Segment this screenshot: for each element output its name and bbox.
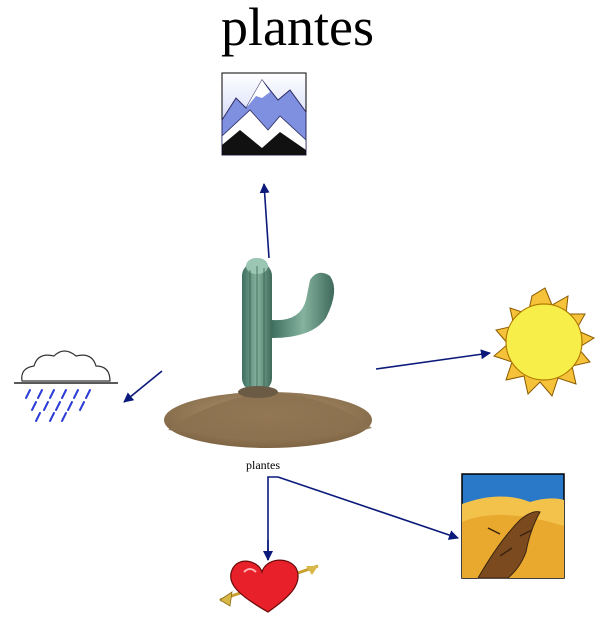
heart-icon <box>220 560 318 612</box>
sun-icon <box>494 288 594 396</box>
central-node-label: plantes <box>246 458 280 473</box>
arrow-to-sun <box>376 353 490 369</box>
rain-cloud-icon <box>14 351 118 421</box>
mountain-icon <box>222 73 306 155</box>
arrow-to-rain <box>124 371 162 402</box>
arrow-to-desert <box>278 477 458 538</box>
connector-base <box>268 477 278 560</box>
cactus-icon <box>164 258 372 448</box>
desert-icon <box>462 474 564 578</box>
arrow-to-mountain <box>264 184 269 258</box>
arrows <box>124 184 490 560</box>
